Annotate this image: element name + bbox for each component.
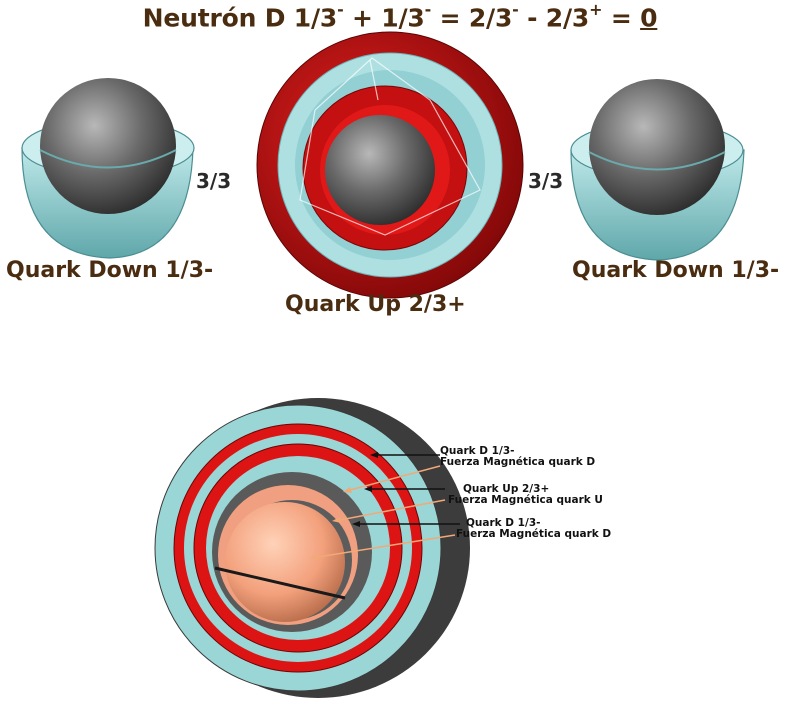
ratio-right: 3/3: [528, 169, 564, 193]
right-quark-label: Quark Down 1/3-: [572, 258, 780, 283]
left-down-quark: [21, 78, 195, 259]
page-title: Neutrón D 1/3- + 1/3- = 2/3- - 2/3+ = 0: [142, 0, 658, 33]
annotation-1-force: Fuerza Magnética quark D: [440, 456, 596, 468]
up-quark-sphere: [256, 31, 524, 299]
center-quark-label: Quark Up 2/3+: [285, 292, 466, 317]
right-down-quark: [570, 79, 745, 261]
annotation-3: Quark D 1/3- Fuerza Magnética quark D: [456, 518, 611, 540]
annotation-3-name: Quark D 1/3-: [466, 517, 541, 529]
annotation-2-force: Fuerza Magnética quark U: [448, 494, 603, 506]
annotation-2-name: Quark Up 2/3+: [463, 483, 550, 495]
annotation-3-force: Fuerza Magnética quark D: [456, 528, 612, 540]
cross-section-sphere: [154, 398, 470, 698]
ratio-left: 3/3: [196, 169, 232, 193]
annotation-1-name: Quark D 1/3-: [440, 445, 515, 457]
annotation-2: Quark Up 2/3+ Fuerza Magnética quark U: [448, 484, 603, 506]
left-quark-label: Quark Down 1/3-: [6, 258, 214, 283]
annotation-arrows: [310, 452, 460, 560]
annotation-1: Quark D 1/3- Fuerza Magnética quark D: [440, 446, 595, 468]
